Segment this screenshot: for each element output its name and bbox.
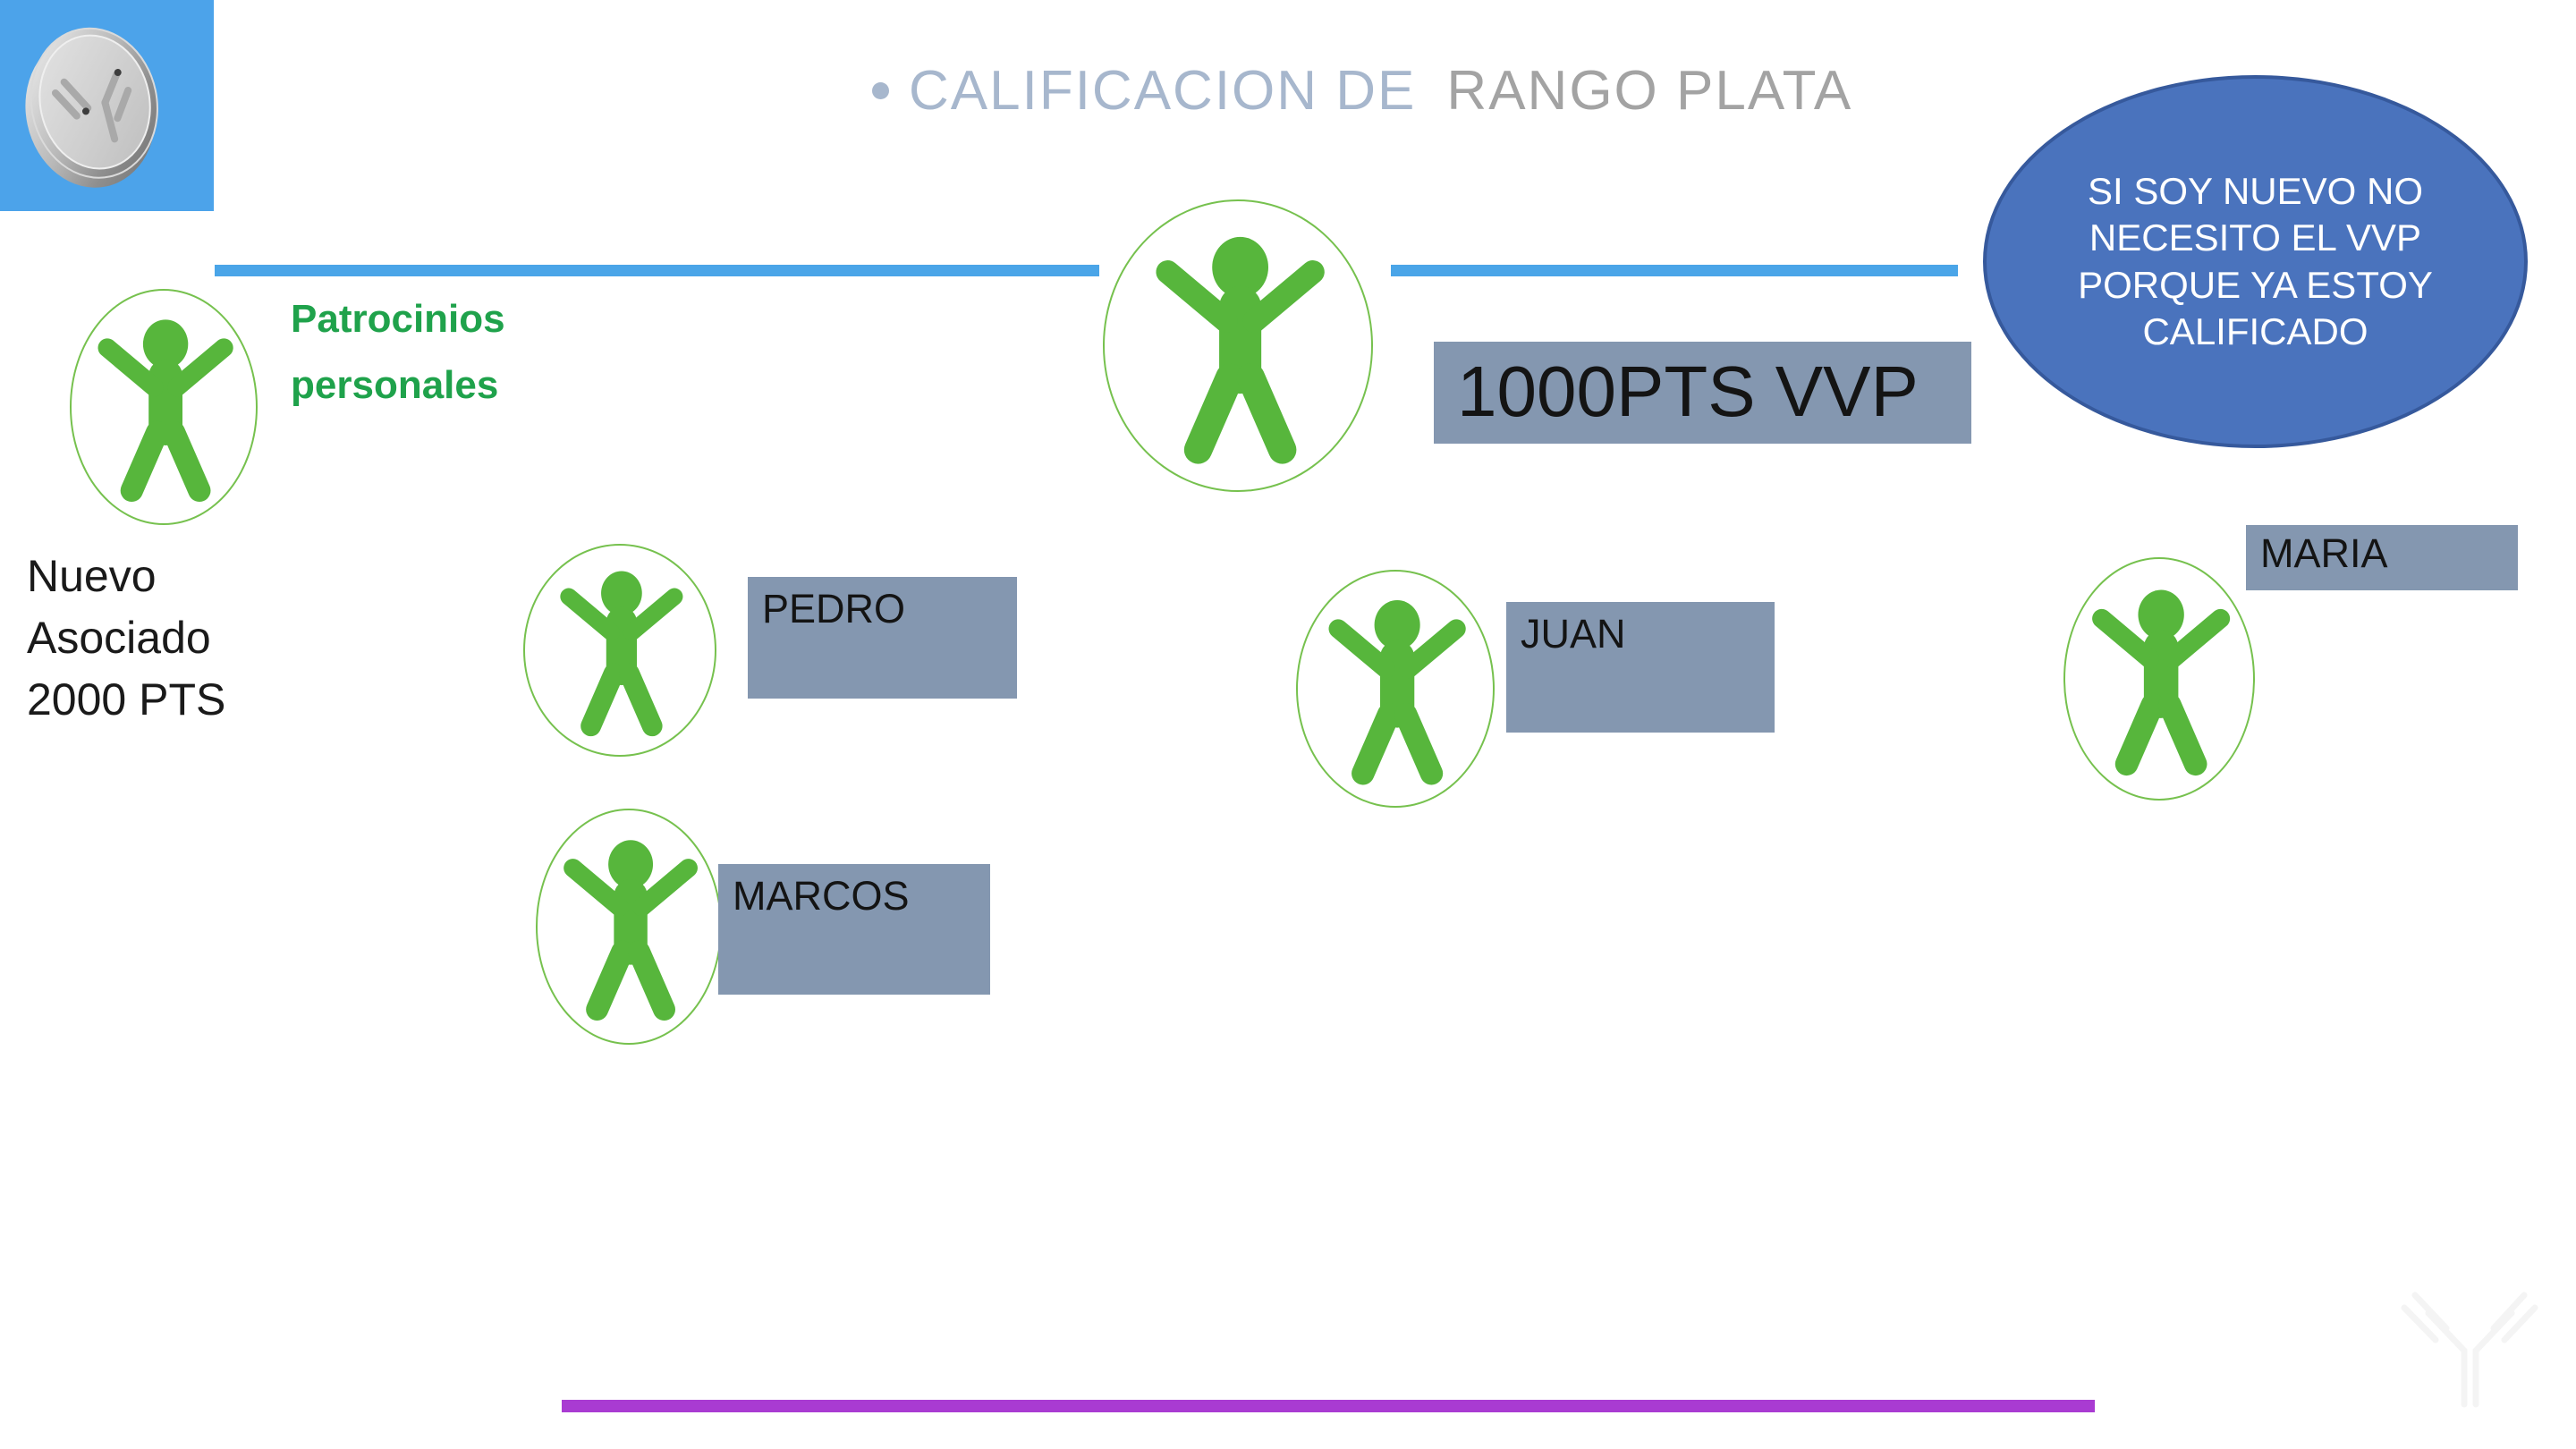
title-text-secondary: RANGO PLATA [1446,59,1853,122]
center-sponsor-figure [1103,199,1373,492]
figure-ring [523,544,716,757]
figure-ring [2063,557,2255,801]
bullet-icon [872,81,889,99]
person-icon [1328,600,1466,785]
figure-ring [1296,570,1495,808]
purple-divider [562,1400,2095,1412]
member-box-pedro: PEDRO [748,577,1017,699]
member-box-juan: JUAN [1506,602,1775,733]
logo-square [0,0,214,211]
watermark-logo-icon [2401,1292,2538,1408]
silver-coin-icon [25,27,158,188]
callout-ellipse: SI SOY NUEVO NO NECESITO EL VVP PORQUE Y… [1983,75,2528,448]
callout-text: SI SOY NUEVO NO NECESITO EL VVP PORQUE Y… [2078,169,2433,353]
blue-divider-right [1391,265,1958,276]
person-icon [97,319,233,503]
maria-figure [2063,557,2255,801]
vvp-points-box: 1000PTS VVP [1434,342,1971,444]
person-icon [1156,236,1325,464]
title-text-primary: CALIFICACION DE [909,59,1417,122]
person-icon [2092,589,2231,776]
patrocinios-label: Patrocinios personales [291,297,505,407]
blue-divider-left [215,265,1099,276]
person-icon [564,840,698,1021]
figure-ring [70,289,258,525]
person-icon [560,571,683,737]
new-associate-figure [70,289,258,525]
juan-figure [1296,570,1495,808]
member-box-maria: MARIA [2246,525,2518,590]
figure-ring [1103,199,1373,492]
member-box-marcos: MARCOS [718,864,990,995]
pedro-figure [523,544,716,757]
marcos-figure [536,809,722,1045]
nuevo-asociado-label: Nuevo Asociado 2000 PTS [27,551,226,724]
slide-title: CALIFICACION DE RANGO PLATA [872,49,1852,131]
